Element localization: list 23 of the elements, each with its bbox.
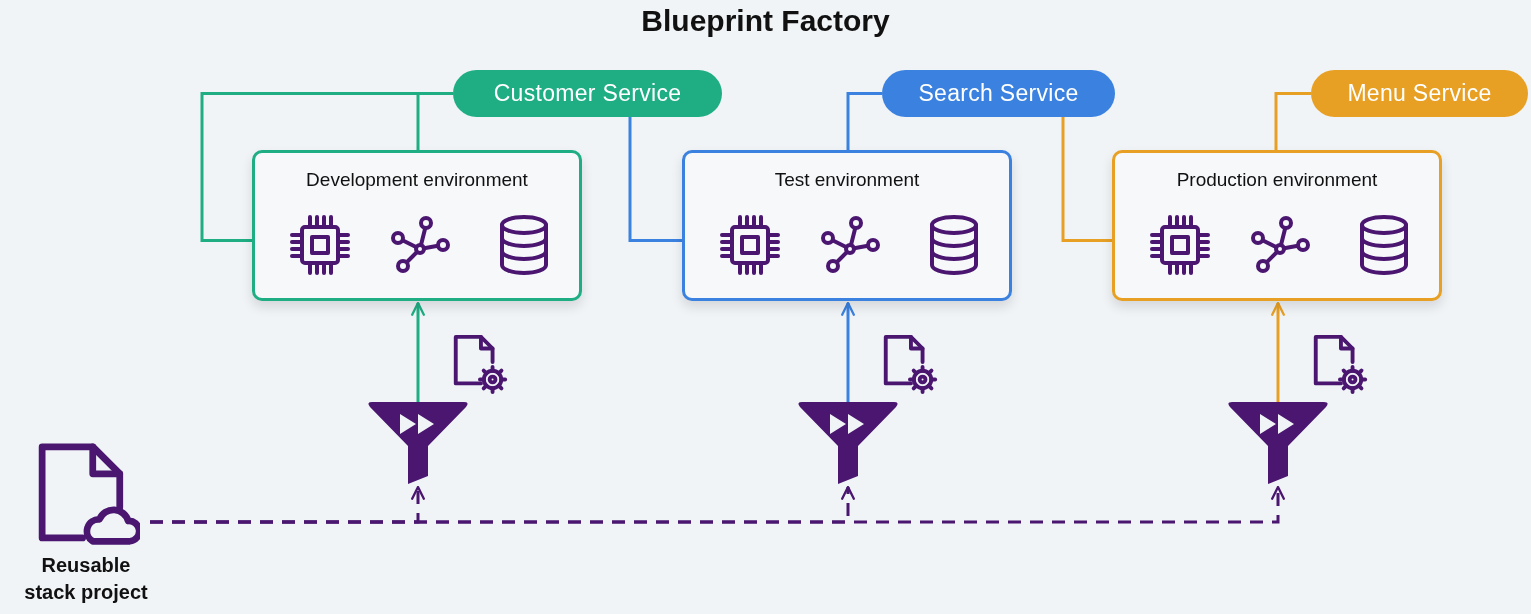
environment-panel [252,150,582,301]
connector-line [1061,117,1112,243]
arrow [841,301,855,402]
pipeline-funnel-icon [366,402,470,484]
project-label: Reusable stack project [23,553,149,605]
connector-line [1274,92,1311,150]
panel-title: Production environment [1176,169,1378,191]
service-pill: Customer Service [453,70,722,117]
service-pill: Menu Service [1311,70,1528,117]
panel-title: Development environment [306,169,528,191]
arrow [411,301,425,402]
pipeline-funnel-icon [796,402,900,484]
environment-panel [682,150,1012,301]
pipeline-funnel-icon [1226,402,1330,484]
service-pill: Search Service [882,70,1115,117]
panel-title: Test environment [774,169,920,191]
connector-line [628,117,682,243]
arrow [1271,301,1285,402]
dashed-arrow [150,485,1285,524]
connector-line [416,92,453,150]
environment-panel [1112,150,1442,301]
connector-line [846,92,882,150]
diagram-title: Blueprint Factory [641,4,890,37]
